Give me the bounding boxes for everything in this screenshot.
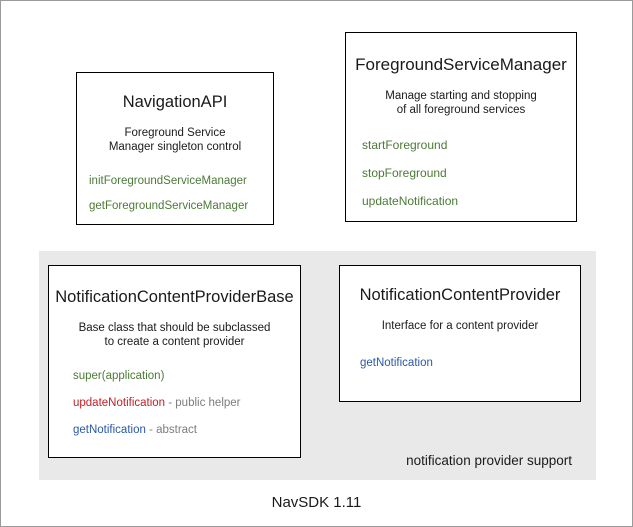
class-box-foreground-service-manager: ForegroundServiceManager Manage starting… [345, 32, 577, 222]
class-description-line: of all foreground services [396, 104, 526, 117]
class-box-notification-content-provider-base: NotificationContentProviderBase Base cla… [48, 265, 301, 458]
member-list-notification-content-provider-base: super(application) updateNotification - … [49, 370, 300, 436]
member-name: getNotification [360, 357, 433, 370]
class-title-foreground-service-manager: ForegroundServiceManager [355, 55, 567, 74]
footer-version-label: NavSDK 1.11 [271, 494, 362, 511]
class-description-line: to create a content provider [104, 336, 245, 349]
class-description-line: Manager singleton control [108, 141, 242, 154]
class-description-line: Foreground Service [124, 127, 226, 139]
member-row: getNotification - abstract [73, 424, 300, 436]
member-name: super(application) [73, 369, 165, 382]
class-description-notification-content-provider-base: Base class that should be subclassed to … [49, 321, 300, 350]
class-title-notification-content-provider: NotificationContentProvider [359, 286, 561, 304]
member-name: updateNotification [362, 193, 459, 208]
member-row: stopForeground [362, 166, 576, 180]
member-row: getNotification [360, 357, 580, 369]
member-list-notification-content-provider: getNotification [340, 357, 580, 369]
class-title-navigation-api: NavigationAPI [122, 93, 228, 111]
class-description-notification-content-provider: Interface for a content provider [340, 319, 580, 333]
class-description-line: Manage starting and stopping [385, 90, 537, 102]
member-name: startForeground [362, 137, 448, 152]
class-box-notification-content-provider: NotificationContentProvider Interface fo… [339, 265, 581, 402]
member-row: updateNotification [362, 194, 576, 208]
class-description-navigation-api: Foreground Service Manager singleton con… [77, 126, 273, 155]
member-name: stopForeground [362, 165, 447, 180]
class-box-navigation-api: NavigationAPI Foreground Service Manager… [76, 72, 274, 225]
member-name: initForegroundServiceManager [89, 174, 247, 187]
class-description-line: Interface for a content provider [381, 320, 539, 332]
member-note: - public helper [165, 396, 241, 409]
class-title-notification-content-provider-base: NotificationContentProviderBase [55, 288, 294, 306]
member-row: startForeground [362, 138, 576, 152]
member-row: super(application) [73, 370, 300, 382]
member-name: updateNotification [73, 396, 166, 409]
member-row: updateNotification - public helper [73, 397, 300, 409]
class-description-line: Base class that should be subclassed [78, 322, 271, 334]
member-name: getNotification [73, 423, 146, 436]
member-note: - abstract [145, 423, 198, 436]
member-list-navigation-api: initForegroundServiceManager getForegrou… [77, 175, 273, 212]
panel-caption: notification provider support [406, 453, 572, 468]
member-row: initForegroundServiceManager [89, 175, 273, 187]
member-name: getForegroundServiceManager [89, 199, 249, 212]
class-description-foreground-service-manager: Manage starting and stopping of all fore… [346, 89, 576, 118]
member-list-foreground-service-manager: startForeground stopForeground updateNot… [346, 138, 576, 208]
member-row: getForegroundServiceManager [89, 200, 273, 212]
